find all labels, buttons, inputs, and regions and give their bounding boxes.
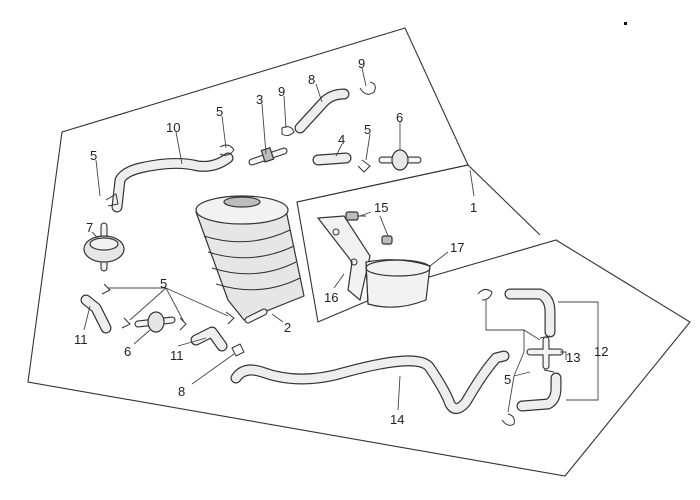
long-hose-14	[230, 350, 510, 414]
bracket-boundary	[296, 164, 541, 236]
clamp-5-top	[219, 144, 235, 156]
callout-17: 17	[450, 240, 464, 255]
callout-labels: 1 2 3 4 5 5 5 5 5 6 6 7 8 8 9 9 10 11 11…	[74, 56, 608, 427]
callout-5-near-4: 5	[364, 122, 371, 137]
callout-10: 10	[166, 120, 180, 135]
leader-lines	[83, 67, 599, 413]
bolt-15-lower	[381, 235, 393, 245]
clamp-5-near-4	[357, 159, 371, 173]
callout-9-top: 9	[358, 56, 365, 71]
retaining-strap-17	[365, 259, 431, 308]
callout-8-bottom: 8	[178, 384, 185, 399]
callout-11-left: 11	[74, 332, 88, 347]
bolt-15-upper	[345, 211, 366, 221]
hose-12-lower	[516, 372, 562, 412]
callout-8-top: 8	[308, 72, 315, 87]
pipe-4	[312, 152, 352, 166]
filter-3	[248, 146, 288, 166]
callout-4: 4	[338, 132, 345, 147]
clamp-5-left	[105, 193, 119, 207]
clamp-5-right-bottom	[501, 335, 555, 426]
callout-14: 14	[390, 412, 404, 427]
tee-connector-13	[526, 336, 564, 370]
callout-6-lower: 6	[124, 344, 131, 359]
hose-12-upper	[504, 288, 556, 338]
clamp-5-lower-b	[121, 317, 131, 329]
hose-10	[111, 152, 234, 213]
callout-3: 3	[256, 92, 263, 107]
callout-9-middle: 9	[278, 84, 285, 99]
corner-mark	[624, 22, 627, 25]
clamp-5-right-top	[477, 288, 493, 301]
clamp-5-lower-d	[225, 311, 235, 325]
elbow-11-middle	[190, 326, 228, 352]
callout-5-top-middle: 5	[216, 104, 223, 119]
valve-6-lower	[134, 311, 176, 333]
callout-5-lower-left: 5	[160, 276, 167, 291]
elbow-hose-8-top	[294, 88, 350, 134]
callout-5-right: 5	[504, 372, 511, 387]
elbow-11-left	[80, 294, 112, 334]
callout-11-middle: 11	[170, 348, 184, 363]
charcoal-canister-2	[195, 195, 305, 324]
callout-7: 7	[86, 220, 93, 235]
valve-6-top	[378, 149, 422, 171]
mounting-bracket-16	[316, 215, 371, 302]
callout-16: 16	[324, 290, 338, 305]
callout-13: 13	[566, 350, 580, 365]
callout-12: 12	[594, 344, 608, 359]
callout-2: 2	[284, 320, 291, 335]
callout-1: 1	[470, 200, 477, 215]
callout-6-top: 6	[396, 110, 403, 125]
callout-5-top-left: 5	[90, 148, 97, 163]
clamp-5-lower-c	[179, 317, 187, 331]
vent-valve-7	[83, 222, 125, 272]
clamp-8-bottom	[231, 343, 245, 357]
callout-15: 15	[374, 200, 388, 215]
clamp-5-lower-a	[101, 283, 111, 295]
clamp-9-middle	[281, 126, 295, 137]
clamp-9-top	[359, 81, 376, 95]
